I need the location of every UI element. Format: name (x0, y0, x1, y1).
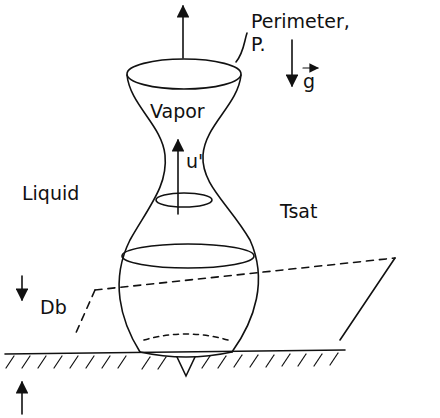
velocity-label: u' (186, 150, 203, 173)
bubble-base-back (144, 334, 228, 340)
surface-front-edge (5, 350, 345, 354)
phase-label: Vapor (150, 100, 205, 123)
diameter-label: Db (40, 296, 67, 319)
velocity-arrow (177, 140, 179, 214)
gravity-arrow (291, 40, 293, 86)
phase-label: Liquid (22, 182, 79, 205)
surface-right-edge (340, 258, 395, 340)
perimeter-ellipse (127, 59, 241, 89)
surface-left-edge (75, 290, 95, 335)
departure-arrow (182, 6, 184, 58)
bubble-base (140, 352, 232, 357)
perimeter-label: Perimeter, P. (251, 10, 359, 56)
nucleation-cavity (177, 357, 195, 376)
temperature-label: Tsat (280, 200, 317, 223)
section-ellipse (122, 244, 254, 268)
bubble-right-wall (203, 75, 259, 352)
leader-line (236, 33, 247, 62)
dimension-arrow (21, 276, 23, 300)
dimension-arrow (21, 382, 23, 414)
surface-hatching (6, 353, 338, 369)
gravity-label: g (303, 70, 315, 93)
vector-arrow (303, 67, 318, 68)
section-ellipse (156, 193, 212, 207)
